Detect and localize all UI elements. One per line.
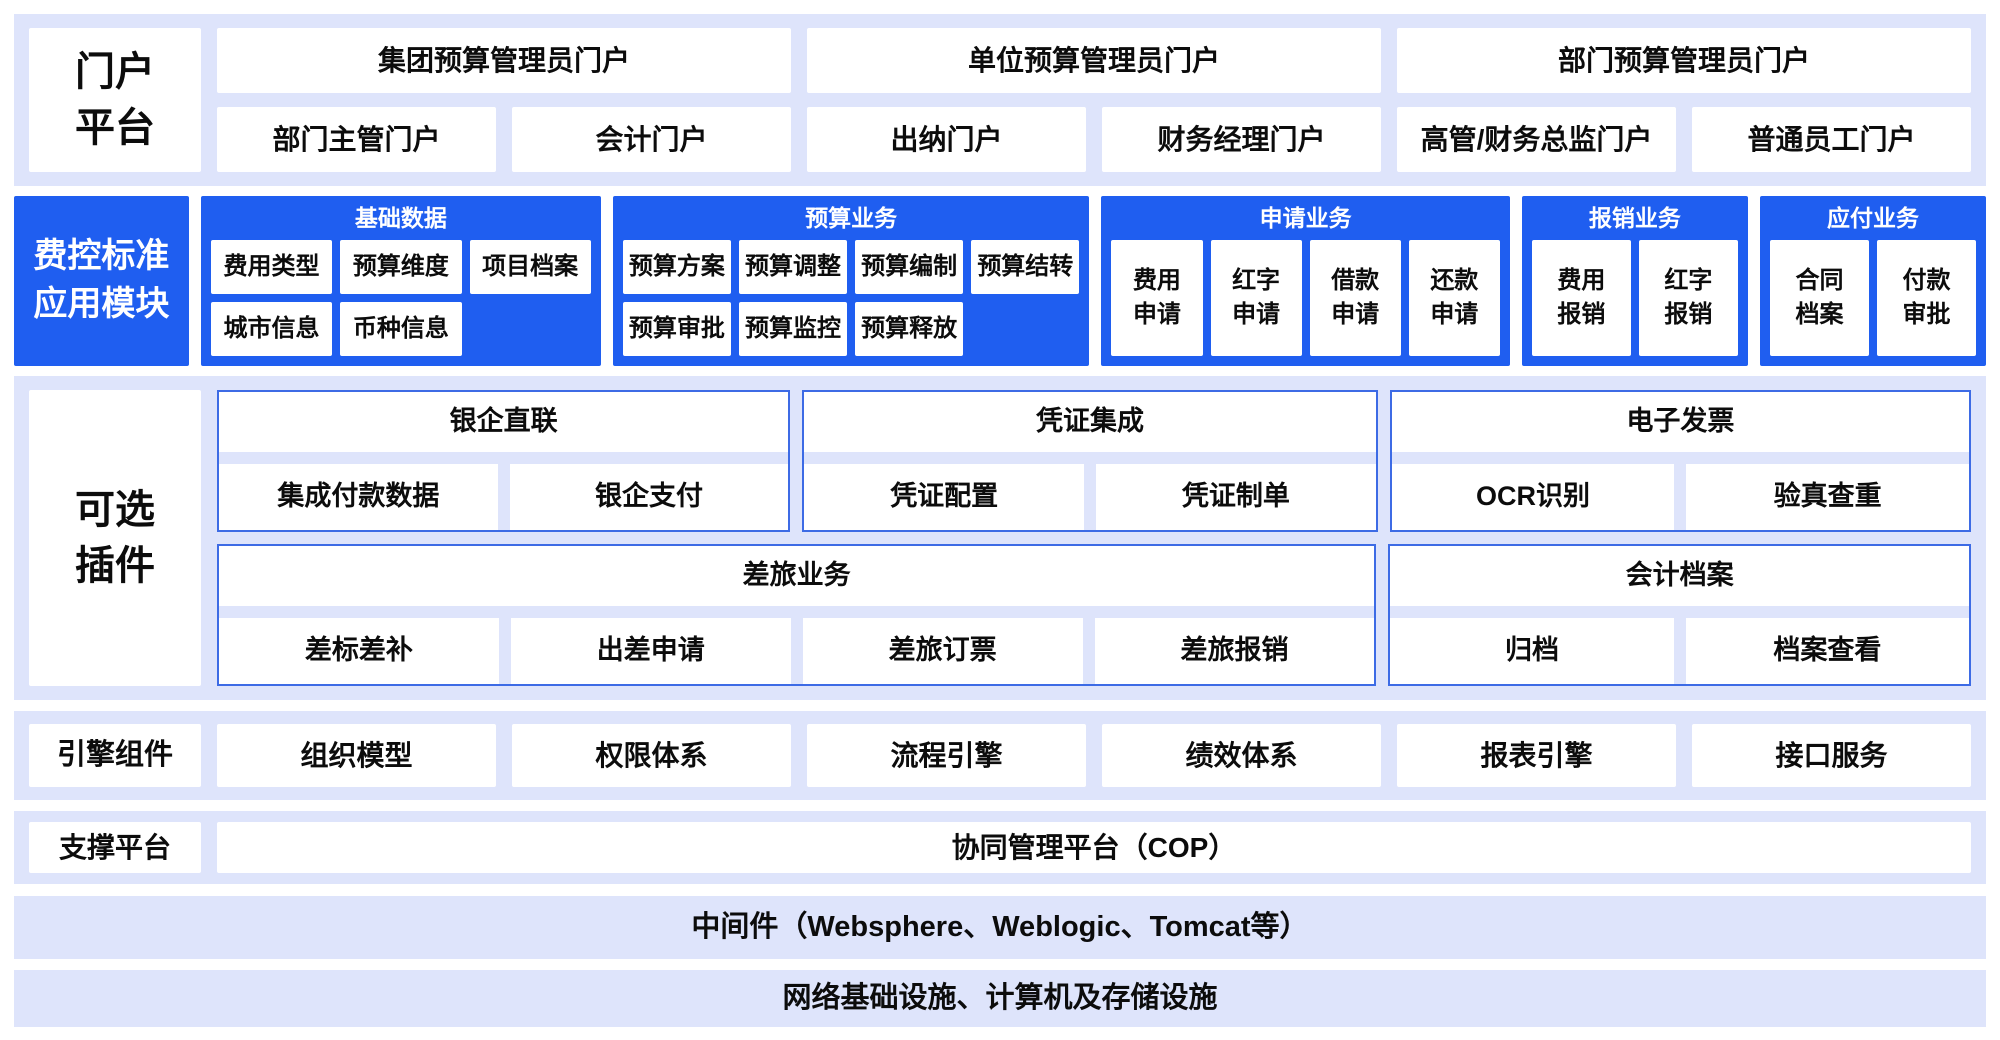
group-application-business: 申请业务 费用 申请 红字 申请 借款 申请 还款 申请 xyxy=(1101,196,1510,366)
plugin-e-invoice-items: OCR识别 验真查重 xyxy=(1391,464,1970,530)
group-application-business-title: 申请业务 xyxy=(1259,204,1352,231)
item-voucher-creation: 凭证制单 xyxy=(1096,464,1376,530)
plugin-travel-business: 差旅业务 差标差补 出差申请 差旅订票 差旅报销 xyxy=(217,544,1377,686)
section-middleware: 中间件（Websphere、Weblogic、Tomcat等） xyxy=(14,896,1986,959)
plugin-accounting-archive-title: 会计档案 xyxy=(1390,546,1969,606)
engine-components-label: 引擎组件 xyxy=(29,724,201,787)
item-budget-dimension: 预算维度 xyxy=(340,240,462,294)
item-workflow-engine: 流程引擎 xyxy=(807,724,1086,787)
item-expense-reimburse: 费用 报销 xyxy=(1531,240,1631,356)
plugin-voucher-integration-items: 凭证配置 凭证制单 xyxy=(804,464,1376,530)
portal-regular-employee: 普通员工门户 xyxy=(1692,107,1971,172)
group-basic-data-title: 基础数据 xyxy=(354,204,447,231)
group-basic-data: 基础数据 费用类型 预算维度 项目档案 城市信息 币种信息 xyxy=(200,196,601,366)
section-infrastructure: 网络基础设施、计算机及存储设施 xyxy=(14,970,1986,1027)
item-verify-duplicate-check: 验真查重 xyxy=(1686,464,1970,530)
section-engine-components: 引擎组件 组织模型 权限体系 流程引擎 绩效体系 报表引擎 接口服务 xyxy=(14,711,1986,800)
plugin-accounting-archive: 会计档案 归档 档案查看 xyxy=(1388,544,1971,686)
item-budget-adjust: 预算调整 xyxy=(738,240,848,294)
portal-unit-budget-admin: 单位预算管理员门户 xyxy=(807,28,1381,93)
section-standard-modules: 费控标准 应用模块 基础数据 费用类型 预算维度 项目档案 城市信息 币种信息 … xyxy=(14,196,1986,366)
plugin-bank-direct-link-title: 银企直联 xyxy=(219,392,789,452)
item-payment-approval: 付款 审批 xyxy=(1876,240,1976,356)
group-budget-business-items: 预算方案 预算调整 预算编制 预算结转 预算审批 预算监控 预算释放 xyxy=(622,240,1080,356)
plugin-row-1: 银企直联 集成付款数据 银企支付 凭证集成 凭证配置 凭证制单 电子发票 xyxy=(217,390,1971,532)
item-performance-system: 绩效体系 xyxy=(1102,724,1381,787)
group-budget-business: 预算业务 预算方案 预算调整 预算编制 预算结转 预算审批 预算监控 预算释放 xyxy=(612,196,1090,366)
item-interface-service: 接口服务 xyxy=(1692,724,1971,787)
item-cop-platform: 协同管理平台（COP） xyxy=(217,822,1971,873)
item-budget-approve: 预算审批 xyxy=(622,302,731,356)
portal-row-2: 部门主管门户 会计门户 出纳门户 财务经理门户 高管/财务总监门户 普通员工门户 xyxy=(217,107,1971,172)
portal-platform-label: 门户 平台 xyxy=(29,28,201,172)
plugin-row-2: 差旅业务 差标差补 出差申请 差旅订票 差旅报销 会计档案 归档 档案查看 xyxy=(217,544,1971,686)
group-payable-business-title: 应付业务 xyxy=(1826,204,1919,231)
item-budget-monitor: 预算监控 xyxy=(738,302,848,356)
engine-items: 组织模型 权限体系 流程引擎 绩效体系 报表引擎 接口服务 xyxy=(217,724,1971,787)
portal-dept-manager: 部门主管门户 xyxy=(217,107,496,172)
item-budget-release: 预算释放 xyxy=(855,302,964,356)
section-optional-plugins: 可选 插件 银企直联 集成付款数据 银企支付 凭证集成 凭证配置 凭证制单 xyxy=(14,376,1986,700)
item-business-trip-apply: 出差申请 xyxy=(510,618,791,684)
item-ocr-recognition: OCR识别 xyxy=(1391,464,1675,530)
portal-accountant: 会计门户 xyxy=(512,107,791,172)
item-currency-info: 币种信息 xyxy=(340,302,462,356)
item-archiving: 归档 xyxy=(1390,618,1674,684)
item-repayment-apply: 还款 申请 xyxy=(1408,240,1500,356)
standard-modules-label: 费控标准 应用模块 xyxy=(14,196,189,366)
group-reimbursement-business: 报销业务 费用 报销 红字 报销 xyxy=(1521,196,1748,366)
plugin-travel-business-title: 差旅业务 xyxy=(219,546,1375,606)
group-application-business-items: 费用 申请 红字 申请 借款 申请 还款 申请 xyxy=(1111,240,1500,356)
group-reimbursement-business-items: 费用 报销 红字 报销 xyxy=(1531,240,1738,356)
plugin-e-invoice-title: 电子发票 xyxy=(1391,392,1969,452)
item-red-letter-reimburse: 红字 报销 xyxy=(1638,240,1738,356)
item-bank-enterprise-payment: 银企支付 xyxy=(509,464,789,530)
item-red-letter-apply: 红字 申请 xyxy=(1210,240,1302,356)
plugin-e-invoice: 电子发票 OCR识别 验真查重 xyxy=(1389,390,1971,532)
item-travel-reimburse: 差旅报销 xyxy=(1094,618,1375,684)
item-expense-apply: 费用 申请 xyxy=(1111,240,1203,356)
item-organization-model: 组织模型 xyxy=(217,724,496,787)
portal-group-budget-admin: 集团预算管理员门户 xyxy=(217,28,791,93)
portal-boxes: 集团预算管理员门户 单位预算管理员门户 部门预算管理员门户 部门主管门户 会计门… xyxy=(217,28,1971,172)
portal-cashier: 出纳门户 xyxy=(807,107,1086,172)
portal-dept-budget-admin: 部门预算管理员门户 xyxy=(1397,28,1971,93)
plugin-bank-direct-link-items: 集成付款数据 银企支付 xyxy=(219,464,789,530)
item-budget-plan: 预算方案 xyxy=(622,240,731,294)
item-city-info: 城市信息 xyxy=(210,302,333,356)
plugin-accounting-archive-items: 归档 档案查看 xyxy=(1390,618,1969,684)
item-budget-compile: 预算编制 xyxy=(855,240,964,294)
portal-executive-cfo: 高管/财务总监门户 xyxy=(1397,107,1676,172)
item-budget-carryover: 预算结转 xyxy=(971,240,1080,294)
item-permission-system: 权限体系 xyxy=(512,724,791,787)
section-support-platform: 支撑平台 协同管理平台（COP） xyxy=(14,811,1986,884)
item-project-archive: 项目档案 xyxy=(469,240,591,294)
group-budget-business-title: 预算业务 xyxy=(805,204,898,231)
group-payable-business: 应付业务 合同 档案 付款 审批 xyxy=(1759,196,1986,366)
group-reimbursement-business-title: 报销业务 xyxy=(1588,204,1681,231)
group-basic-data-items: 费用类型 预算维度 项目档案 城市信息 币种信息 xyxy=(210,240,591,356)
group-payable-business-items: 合同 档案 付款 审批 xyxy=(1769,240,1976,356)
item-travel-standard-allowance: 差标差补 xyxy=(219,618,499,684)
item-report-engine: 报表引擎 xyxy=(1397,724,1676,787)
support-platform-label: 支撑平台 xyxy=(29,822,201,873)
plugin-bank-direct-link: 银企直联 集成付款数据 银企支付 xyxy=(217,390,791,532)
portal-finance-manager: 财务经理门户 xyxy=(1102,107,1381,172)
portal-row-1: 集团预算管理员门户 单位预算管理员门户 部门预算管理员门户 xyxy=(217,28,1971,93)
item-archive-view: 档案查看 xyxy=(1685,618,1969,684)
plugin-voucher-integration: 凭证集成 凭证配置 凭证制单 xyxy=(802,390,1378,532)
item-contract-archive: 合同 档案 xyxy=(1769,240,1869,356)
plugin-groups: 银企直联 集成付款数据 银企支付 凭证集成 凭证配置 凭证制单 电子发票 xyxy=(217,390,1971,686)
item-loan-apply: 借款 申请 xyxy=(1309,240,1401,356)
section-portal-platform: 门户 平台 集团预算管理员门户 单位预算管理员门户 部门预算管理员门户 部门主管… xyxy=(14,14,1986,186)
item-expense-type: 费用类型 xyxy=(210,240,333,294)
plugin-travel-business-items: 差标差补 出差申请 差旅订票 差旅报销 xyxy=(219,618,1375,684)
optional-plugins-label: 可选 插件 xyxy=(29,390,201,686)
item-voucher-config: 凭证配置 xyxy=(804,464,1085,530)
item-integrated-payment-data: 集成付款数据 xyxy=(219,464,498,530)
plugin-voucher-integration-title: 凭证集成 xyxy=(804,392,1376,452)
item-travel-booking: 差旅订票 xyxy=(802,618,1083,684)
